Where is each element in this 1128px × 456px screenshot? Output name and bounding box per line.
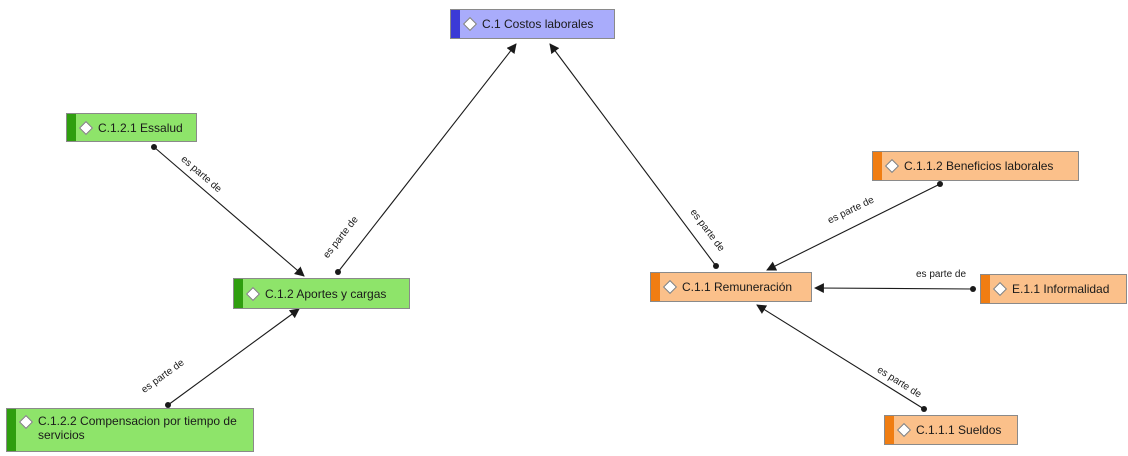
- node-label: C.1.1.1 Sueldos: [916, 423, 1002, 437]
- node-costos-laborales[interactable]: C.1 Costos laborales: [450, 9, 615, 39]
- node-color-bar: [981, 275, 990, 303]
- edge-start-dot: [165, 402, 171, 408]
- node-color-bar: [873, 152, 882, 180]
- diamond-icon: [896, 422, 912, 438]
- diamond-icon: [462, 16, 478, 32]
- edge-compensacion-aportes[interactable]: [167, 308, 300, 406]
- edge-remuneracion-costos[interactable]: [549, 43, 717, 267]
- edge-start-dot: [937, 181, 943, 187]
- node-informalidad[interactable]: E.1.1 Informalidad: [980, 274, 1127, 304]
- node-remuneracion[interactable]: C.1.1 Remuneración: [650, 272, 812, 302]
- node-label: C.1 Costos laborales: [482, 17, 594, 31]
- node-label: C.1.2.2 Compensacion por tiempo de servi…: [38, 414, 237, 442]
- edge-start-dot: [970, 286, 976, 292]
- edge-start-dot: [713, 263, 719, 269]
- diamond-icon: [18, 414, 34, 430]
- edge-start-dot: [335, 269, 341, 275]
- node-compensacion[interactable]: C.1.2.2 Compensacion por tiempo de servi…: [6, 408, 254, 452]
- diamond-icon: [884, 158, 900, 174]
- edge-essalud-aportes[interactable]: [153, 146, 305, 277]
- edge-start-dot: [151, 144, 157, 150]
- node-sueldos[interactable]: C.1.1.1 Sueldos: [884, 415, 1018, 445]
- node-color-bar: [234, 279, 243, 308]
- edge-aportes-costos[interactable]: [337, 43, 517, 273]
- node-color-bar: [885, 416, 894, 444]
- edge-informalidad-remuneracion[interactable]: [814, 283, 974, 294]
- diamond-icon: [78, 120, 94, 135]
- edge-beneficios-remuneracion[interactable]: [766, 183, 941, 271]
- diamond-icon: [662, 279, 678, 295]
- node-color-bar: [67, 114, 76, 141]
- node-label: C.1.1.2 Beneficios laborales: [904, 159, 1054, 173]
- node-color-bar: [651, 273, 660, 301]
- node-label: C.1.2.1 Essalud: [98, 120, 183, 135]
- edge-start-dot: [921, 406, 927, 412]
- edge-label-informalidad-remuneracion: es parte de: [916, 269, 967, 280]
- node-label: C.1.2 Aportes y cargas: [265, 286, 387, 301]
- node-label: E.1.1 Informalidad: [1012, 282, 1110, 296]
- node-label: C.1.1 Remuneración: [682, 280, 793, 294]
- node-color-bar: [7, 409, 16, 451]
- edge-sueldos-remuneracion[interactable]: [756, 304, 925, 410]
- diamond-icon: [992, 281, 1008, 297]
- node-essalud[interactable]: C.1.2.1 Essalud: [66, 113, 197, 142]
- node-beneficios-laborales[interactable]: C.1.1.2 Beneficios laborales: [872, 151, 1079, 181]
- node-aportes-y-cargas[interactable]: C.1.2 Aportes y cargas: [233, 278, 410, 309]
- diamond-icon: [245, 286, 261, 301]
- node-color-bar: [451, 10, 460, 38]
